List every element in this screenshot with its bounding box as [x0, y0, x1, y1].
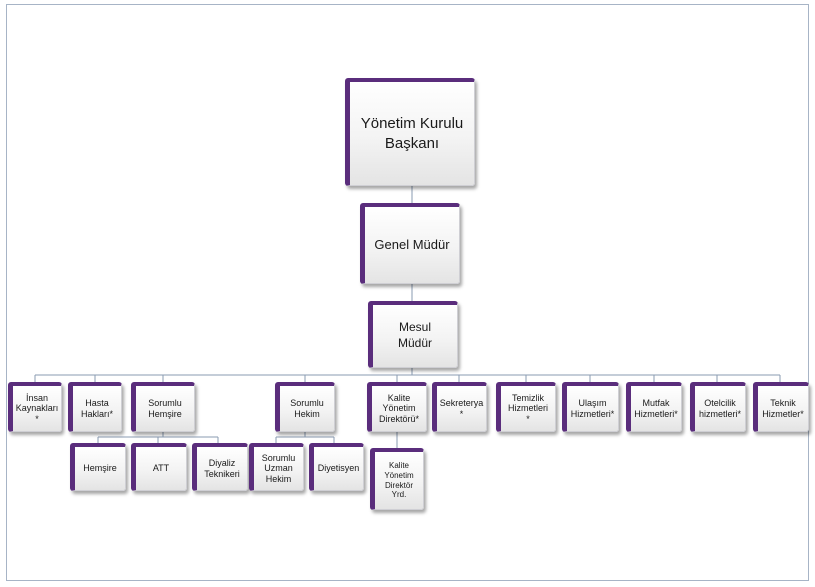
node-att: ATT: [131, 443, 187, 491]
node-sorumlu-uzman-hekim: Sorumlu Uzman Hekim: [249, 443, 304, 491]
node-hasta-haklari: Hasta Hakları*: [68, 382, 122, 432]
node-kalite-yonetim-direktor-yrd: Kalite Yönetim Direktör Yrd.: [370, 448, 424, 510]
node-teknik-hizmetler: Teknik Hizmetler*: [753, 382, 809, 432]
node-sorumlu-hemsire: Sorumlu Hemşire: [131, 382, 195, 432]
node-ulasim-hizmetleri: Ulaşım Hizmetleri*: [562, 382, 619, 432]
node-otelcilik-hizmetleri: Otelcilik hizmetleri*: [690, 382, 746, 432]
node-sekreterya: Sekreterya *: [432, 382, 487, 432]
node-mutfak-hizmetleri: Mutfak Hizmetleri*: [626, 382, 682, 432]
node-genel-mudur: Genel Müdür: [360, 203, 460, 284]
node-hemsire: Hemşire: [70, 443, 126, 491]
node-diyaliz-teknikeri: Diyaliz Teknikeri: [192, 443, 248, 491]
node-temizlik-hizmetleri: Temizlik Hizmetleri *: [496, 382, 556, 432]
node-yonetim-kurulu-baskani: Yönetim Kurulu Başkanı: [345, 78, 475, 186]
node-diyetisyen: Diyetisyen: [309, 443, 364, 491]
node-sorumlu-hekim: Sorumlu Hekim: [275, 382, 335, 432]
node-insan-kaynaklari: İnsan Kaynakları *: [8, 382, 62, 432]
node-kalite-yonetim-direktoru: Kalite Yönetim Direktörü*: [367, 382, 427, 432]
node-mesul-mudur: Mesul Müdür: [368, 301, 458, 368]
